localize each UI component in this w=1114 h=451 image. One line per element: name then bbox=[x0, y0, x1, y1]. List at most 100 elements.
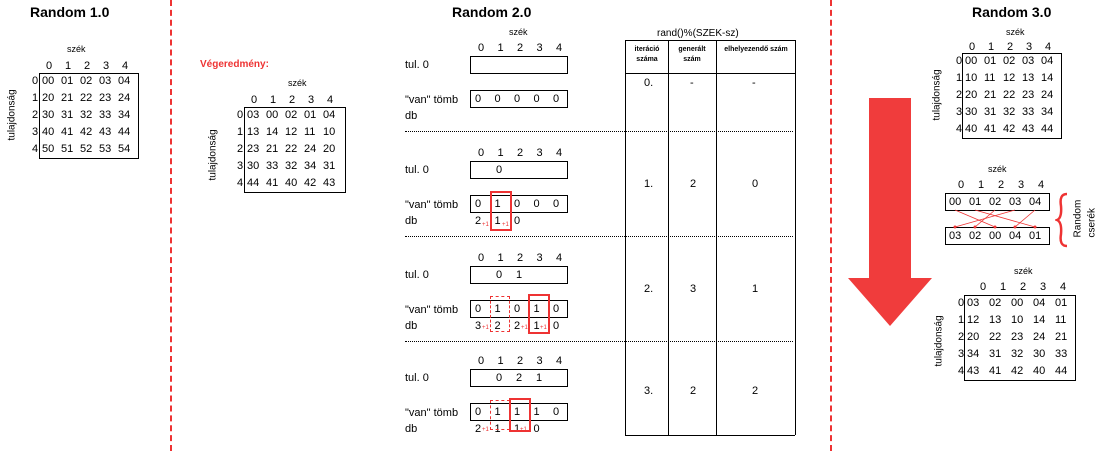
table-border bbox=[795, 40, 796, 435]
column-index: 1 bbox=[497, 147, 504, 159]
matrix-cell: 34 bbox=[118, 109, 131, 121]
matrix-cell: 30 bbox=[1033, 348, 1046, 360]
table-cell: - bbox=[690, 77, 694, 89]
row-index: 1 bbox=[237, 126, 244, 138]
matrix-cell: 24 bbox=[118, 92, 131, 104]
matrix-cell: 12 bbox=[1003, 72, 1016, 84]
result-matrix bbox=[244, 107, 346, 193]
matrix-cell: 41 bbox=[984, 123, 997, 135]
tul-label: tul. 0 bbox=[405, 269, 429, 281]
title-random-1: Random 1.0 bbox=[30, 4, 110, 20]
tul-label: tul. 0 bbox=[405, 372, 429, 384]
row-index: 4 bbox=[237, 177, 244, 189]
table-cell: 2. bbox=[644, 283, 654, 295]
table-border bbox=[625, 40, 795, 41]
matrix-cell: 44 bbox=[1055, 365, 1068, 377]
matrix-cell: 24 bbox=[304, 143, 317, 155]
matrix-cell: 32 bbox=[80, 109, 93, 121]
db-value: 0 bbox=[514, 215, 521, 227]
db-value: 2 bbox=[514, 320, 521, 332]
swap-bottom-cell: 01 bbox=[1029, 230, 1042, 242]
column-index: 2 bbox=[517, 147, 524, 159]
tul-value: 0 bbox=[496, 372, 503, 384]
van-value: 1 bbox=[533, 406, 540, 418]
column-index: 0 bbox=[251, 94, 258, 106]
column-index: 4 bbox=[1060, 281, 1067, 293]
matrix-cell: 03 bbox=[1022, 55, 1035, 67]
column-index: 4 bbox=[556, 147, 563, 159]
column-index: 3 bbox=[536, 355, 543, 367]
r3-before-matrix bbox=[962, 53, 1062, 139]
column-index: 2 bbox=[289, 94, 296, 106]
matrix-cell: 11 bbox=[304, 126, 316, 138]
db-label: db bbox=[405, 320, 418, 332]
matrix-cell: 54 bbox=[118, 143, 131, 155]
db-value: 2 bbox=[475, 423, 482, 435]
column-index: 0 bbox=[980, 281, 987, 293]
row-separator bbox=[405, 236, 793, 237]
table-title: rand()%(SZEK-sz) bbox=[657, 28, 739, 39]
van-label: "van" tömb bbox=[405, 94, 459, 106]
column-index: 4 bbox=[327, 94, 334, 106]
matrix-cell: 24 bbox=[1041, 89, 1054, 101]
column-index: 2 bbox=[84, 60, 91, 72]
column-index: 0 bbox=[478, 252, 485, 264]
tul-value: 1 bbox=[516, 269, 523, 281]
matrix-cell: 22 bbox=[285, 143, 298, 155]
matrix-cell: 04 bbox=[118, 75, 131, 87]
row-index: 1 bbox=[956, 72, 963, 84]
szek-label: szék bbox=[288, 78, 307, 88]
matrix-cell: 44 bbox=[118, 126, 131, 138]
matrix-cell: 43 bbox=[967, 365, 980, 377]
van-row bbox=[470, 195, 568, 213]
matrix-cell: 10 bbox=[1011, 314, 1024, 326]
column-index: 1 bbox=[65, 60, 72, 72]
matrix-cell: 03 bbox=[99, 75, 112, 87]
swap-index: 2 bbox=[998, 179, 1005, 191]
column-index: 3 bbox=[103, 60, 110, 72]
matrix-cell: 42 bbox=[80, 126, 93, 138]
matrix-cell: 11 bbox=[1055, 314, 1067, 326]
swap-top-row bbox=[945, 193, 1050, 211]
column-index: 0 bbox=[478, 355, 485, 367]
matrix-cell: 42 bbox=[1011, 365, 1024, 377]
down-arrow-icon bbox=[848, 98, 932, 326]
column-index: 3 bbox=[536, 147, 543, 159]
dashed-box bbox=[490, 296, 510, 332]
dashed-box bbox=[490, 400, 510, 430]
matrix-cell: 00 bbox=[266, 109, 279, 121]
szek-label: szék bbox=[67, 44, 86, 54]
row-index: 3 bbox=[32, 126, 39, 138]
plus-one: +1 bbox=[520, 427, 527, 433]
row-index: 4 bbox=[958, 365, 965, 377]
van-row bbox=[470, 403, 568, 421]
row-index: 3 bbox=[956, 106, 963, 118]
matrix-cell: 33 bbox=[1022, 106, 1035, 118]
plus-one: +1 bbox=[502, 222, 509, 228]
column-index: 4 bbox=[556, 42, 563, 54]
matrix-cell: 14 bbox=[1033, 314, 1046, 326]
matrix-cell: 31 bbox=[984, 106, 997, 118]
matrix-cell: 04 bbox=[1033, 297, 1046, 309]
plus-one: +1 bbox=[482, 427, 489, 433]
column-index: 3 bbox=[1040, 281, 1047, 293]
matrix-cell: 31 bbox=[989, 348, 1002, 360]
db-value: 1 bbox=[514, 423, 521, 435]
tul-value: 2 bbox=[516, 372, 523, 384]
r3-after-matrix bbox=[964, 295, 1076, 381]
matrix-cell: 30 bbox=[965, 106, 978, 118]
van-value: 1 bbox=[494, 406, 501, 418]
szek-label: szék bbox=[509, 27, 528, 37]
table-cell: 1. bbox=[644, 178, 654, 190]
matrix-cell: 14 bbox=[1041, 72, 1054, 84]
tul-value: 1 bbox=[536, 372, 543, 384]
row-index: 4 bbox=[956, 123, 963, 135]
van-value: 1 bbox=[494, 303, 501, 315]
brace-icon bbox=[1055, 192, 1068, 248]
matrix-cell: 22 bbox=[1003, 89, 1016, 101]
matrix-cell: 01 bbox=[304, 109, 317, 121]
matrix-cell: 00 bbox=[965, 55, 978, 67]
matrix-cell: 01 bbox=[984, 55, 997, 67]
matrix-cell: 03 bbox=[967, 297, 980, 309]
van-value: 0 bbox=[553, 93, 560, 105]
